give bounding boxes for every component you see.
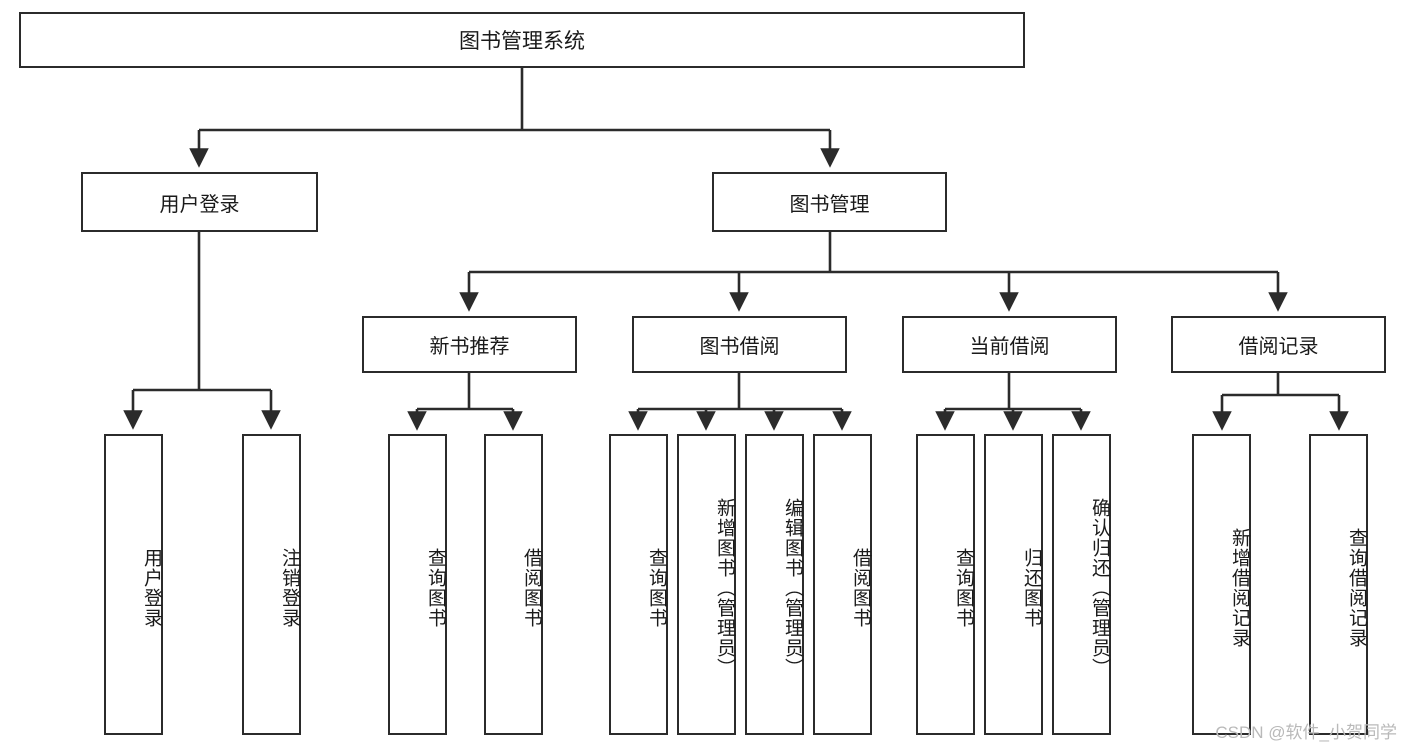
leaf-borrow-borrow-book[interactable]: 借阅图书 [813, 434, 872, 735]
node-book-borrow[interactable]: 图书借阅 [632, 316, 847, 373]
node-label: 借阅图书 [521, 547, 542, 628]
node-label: 编辑图书（管理员） [782, 497, 803, 678]
node-label: 查询图书 [425, 547, 446, 628]
csdn-watermark: CSDN @软件_小贺同学 [1215, 723, 1397, 742]
node-label: 图书管理系统 [459, 30, 585, 53]
node-label: 借阅记录 [1238, 336, 1319, 358]
node-borrow-record[interactable]: 借阅记录 [1171, 316, 1386, 373]
node-label: 查询图书 [646, 547, 667, 628]
node-label: 查询图书 [953, 547, 974, 628]
leaf-recommend-borrow-book[interactable]: 借阅图书 [484, 434, 543, 735]
node-label: 新书推荐 [429, 336, 510, 358]
node-label: 用户登录 [141, 547, 162, 628]
node-label: 注销登录 [279, 547, 300, 628]
leaf-borrow-add-book-admin[interactable]: 新增图书（管理员） [677, 434, 736, 735]
node-label: 确认归还（管理员） [1089, 497, 1110, 678]
leaf-current-confirm-return-admin[interactable]: 确认归还（管理员） [1052, 434, 1111, 735]
leaf-record-add-borrow-record[interactable]: 新增借阅记录 [1192, 434, 1251, 735]
node-book-management[interactable]: 图书管理 [712, 172, 947, 232]
node-label: 查询借阅记录 [1346, 527, 1367, 648]
node-root-system[interactable]: 图书管理系统 [19, 12, 1025, 68]
leaf-record-query-borrow-record[interactable]: 查询借阅记录 [1309, 434, 1368, 735]
node-label: 新增图书（管理员） [714, 497, 735, 678]
leaf-current-query-book[interactable]: 查询图书 [916, 434, 975, 735]
leaf-user-login[interactable]: 用户登录 [104, 434, 163, 735]
node-new-book-recommend[interactable]: 新书推荐 [362, 316, 577, 373]
leaf-current-return-book[interactable]: 归还图书 [984, 434, 1043, 735]
node-label: 新增借阅记录 [1229, 527, 1250, 648]
node-label: 图书管理 [789, 193, 870, 216]
node-label: 图书借阅 [699, 336, 780, 358]
leaf-recommend-query-book[interactable]: 查询图书 [388, 434, 447, 735]
leaf-borrow-query-book[interactable]: 查询图书 [609, 434, 668, 735]
node-label: 用户登录 [159, 193, 240, 216]
node-label: 归还图书 [1021, 547, 1042, 628]
leaf-user-logout[interactable]: 注销登录 [242, 434, 301, 735]
node-current-borrow[interactable]: 当前借阅 [902, 316, 1117, 373]
node-label: 借阅图书 [850, 547, 871, 628]
node-user-login[interactable]: 用户登录 [81, 172, 318, 232]
node-label: 当前借阅 [969, 336, 1050, 358]
leaf-borrow-edit-book-admin[interactable]: 编辑图书（管理员） [745, 434, 804, 735]
